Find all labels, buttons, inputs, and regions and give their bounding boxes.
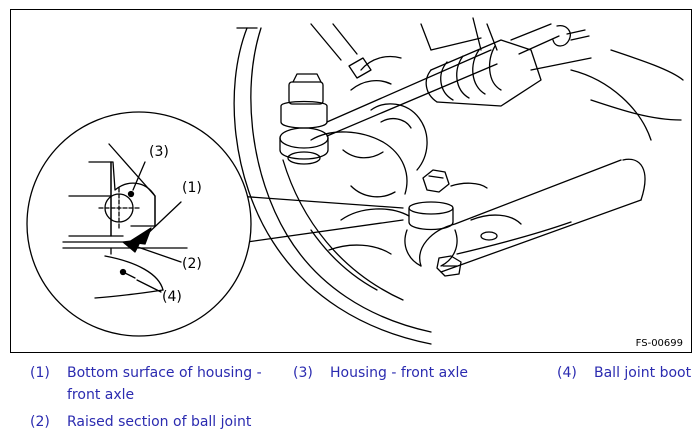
strut [310,17,498,79]
callout-1-arrow [128,201,182,245]
callout-2-leader [122,239,182,263]
legend-text: Raised section of ball joint [67,414,252,430]
legend-text-line: front axle [67,387,135,403]
tie-rod-end [279,49,498,165]
legend-number: (2) [30,414,50,430]
figure-id: FS-00699 [635,338,683,349]
callout-4-leader [136,279,162,293]
legend-text: Ball joint boot [594,365,692,381]
legend-item-3: (3) Housing - front axle [293,362,493,384]
legend-text: Housing - front axle [330,365,468,381]
brake-disc [233,27,432,345]
steering-knuckle [310,55,428,255]
callout-3-leader [127,161,146,198]
ball-joint [404,201,458,267]
lower-control-arm [419,158,646,277]
legend-text: Bottom surface of housing - front axle [67,362,262,406]
suspension-drawing [26,17,684,345]
callout-label-4: (4) [162,289,182,305]
rack-boot [425,23,592,107]
legend-number: (3) [293,365,313,381]
leader-line-bottom [246,219,404,243]
technical-illustration: (3) (1) (2) (4) FS-00699 [10,9,692,353]
callout-label-2: (2) [182,256,202,272]
upper-nut [422,169,488,193]
legend-text-line: Bottom surface of housing - [67,365,262,381]
legend-number: (4) [557,365,577,381]
legend-number: (1) [30,365,50,381]
callout-label-1: (1) [182,180,202,196]
detail-circle [26,111,252,337]
legend-item-4: (4) Ball joint boot [557,362,697,384]
legend-item-1: (1) Bottom surface of housing - front ax… [30,362,280,408]
leader-line-top [236,195,404,209]
callout-label-3: (3) [149,144,169,160]
legend-item-2: (2) Raised section of ball joint [30,411,280,433]
wheel-arch [570,49,684,141]
